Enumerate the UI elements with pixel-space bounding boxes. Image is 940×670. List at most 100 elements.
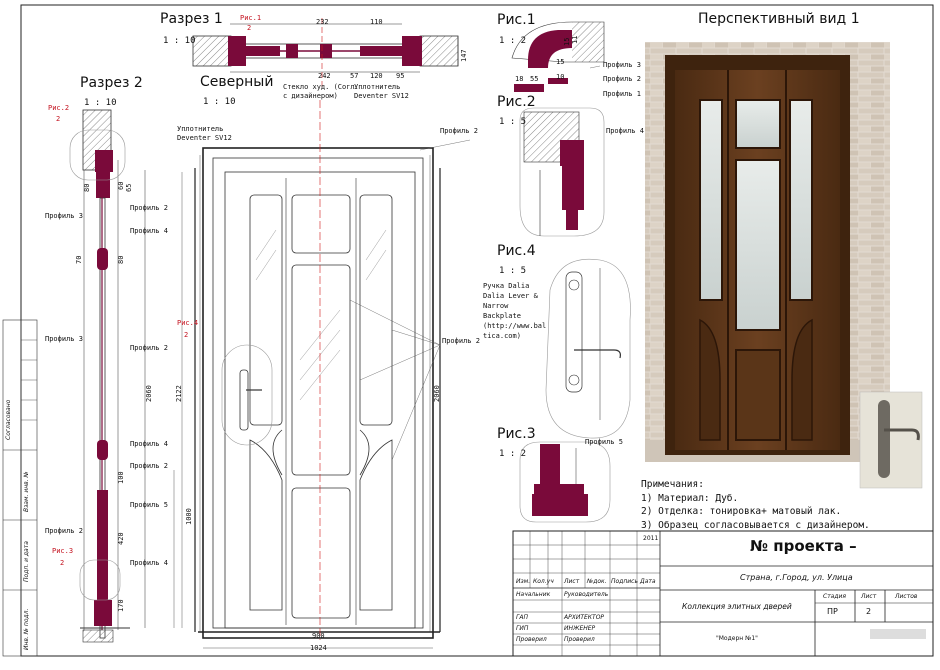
handle-label-2: Dalia Lever & bbox=[483, 292, 538, 300]
callout-ris2-num: 2 bbox=[56, 115, 61, 123]
tb-address: Страна, г.Город, ул. Улица bbox=[740, 573, 853, 582]
stamp-agreed: Согласовано bbox=[5, 399, 12, 440]
callout-ris1-num: 2 bbox=[247, 24, 252, 32]
fig4-title: Рис.4 bbox=[497, 243, 536, 259]
s2-profile4-b: Профиль 4 bbox=[130, 440, 168, 448]
fig1-dim-15: 15 bbox=[563, 37, 571, 46]
dim-1000: 1000 bbox=[185, 508, 193, 525]
tb-year: 2011 bbox=[643, 535, 659, 542]
fig1-scale: 1 : 2 bbox=[499, 36, 527, 46]
section2-scale: 1 : 10 bbox=[84, 98, 117, 108]
s2-profile3-a: Профиль 3 bbox=[45, 212, 83, 220]
door-profile2-top: Профиль 2 bbox=[440, 127, 478, 135]
dim-170: 170 bbox=[117, 599, 125, 612]
dim-242: 242 bbox=[318, 72, 331, 80]
fig1-title: Рис.1 bbox=[497, 12, 536, 28]
fig1-profile1: Профиль 1 bbox=[603, 90, 641, 98]
glass-label-2: с дизайнером) bbox=[283, 92, 338, 100]
north-title: Северный bbox=[200, 74, 274, 90]
note-2: 2) Отделка: тонировка+ матовый лак. bbox=[641, 506, 842, 517]
seal-top-label-2: Deventer SV12 bbox=[354, 92, 409, 100]
notes-header: Примечания: bbox=[641, 479, 704, 490]
dim-80: 80 bbox=[83, 183, 91, 192]
dim-57: 57 bbox=[350, 72, 359, 80]
tb-stage-header: Стадия bbox=[823, 593, 847, 600]
handle-label-5: (http://www.bal bbox=[483, 322, 547, 330]
s2-profile2-a: Профиль 2 bbox=[130, 204, 168, 212]
fig2-profile4: Профиль 4 bbox=[606, 127, 644, 135]
dim-65: 65 bbox=[125, 183, 133, 192]
section2-title: Разрез 2 bbox=[80, 75, 143, 91]
seal-top-label-1: Уплотнитель bbox=[354, 83, 401, 91]
s2-profile3-b: Профиль 3 bbox=[45, 335, 83, 343]
tb-model: "Модерн №1" bbox=[716, 635, 758, 642]
handle-label-6: tica.com) bbox=[483, 332, 521, 340]
title-block bbox=[512, 530, 934, 657]
tb-col-date: Дата bbox=[640, 578, 656, 585]
s2-profile4-c: Профиль 4 bbox=[130, 559, 168, 567]
dim-900: 900 bbox=[312, 632, 325, 640]
margin-stamp bbox=[2, 319, 22, 657]
handle-label-3: Narrow bbox=[483, 302, 509, 310]
fig1-profile3: Профиль 3 bbox=[603, 61, 641, 69]
north-scale: 1 : 10 bbox=[203, 97, 236, 107]
fig2-title: Рис.2 bbox=[497, 94, 536, 110]
tb-row-ruk: Руководитель bbox=[564, 591, 609, 598]
fig4-scale: 1 : 5 bbox=[499, 266, 527, 276]
stamp-inv-replace: Взам. инв. № bbox=[23, 471, 30, 512]
fig3-drawing bbox=[519, 441, 611, 523]
dim-100: 100 bbox=[117, 471, 125, 484]
callout-ris2: Рис.2 bbox=[48, 104, 70, 112]
fig3-profile5: Профиль 5 bbox=[585, 438, 623, 446]
callout-ris4: Рис.4 bbox=[177, 319, 199, 327]
callout-ris3-num: 2 bbox=[60, 559, 65, 567]
fig3-title: Рис.3 bbox=[497, 426, 536, 442]
door-profile2-mid: Профиль 2 bbox=[442, 337, 480, 345]
dim-70: 70 bbox=[75, 255, 83, 264]
callout-ris4-num: 2 bbox=[184, 331, 189, 339]
dim-420: 420 bbox=[117, 532, 125, 545]
s2-profile2-b: Профиль 2 bbox=[130, 344, 168, 352]
tb-col-doc: №док. bbox=[587, 578, 607, 585]
dim-1024: 1024 bbox=[310, 644, 327, 652]
tb-col-sign: Подпись bbox=[611, 578, 638, 585]
tb-row-nach: Начальник bbox=[516, 591, 551, 598]
tb-row-gip: ГИП bbox=[516, 625, 529, 632]
perspective-title: Перспективный вид 1 bbox=[698, 11, 860, 27]
fig1-drawing bbox=[511, 21, 605, 92]
dim-2060: 2060 bbox=[145, 385, 153, 402]
s2-profile4-a: Профиль 4 bbox=[130, 227, 168, 235]
tb-row-prov2: Проверил bbox=[564, 636, 595, 643]
fig1-profile2: Профиль 2 bbox=[603, 75, 641, 83]
fig4-drawing bbox=[545, 258, 631, 439]
dim-2060b: 2060 bbox=[433, 385, 441, 402]
tb-project: № проекта – bbox=[750, 537, 857, 555]
fig1-dim-15b: 15 bbox=[556, 58, 565, 66]
tb-col-kol: Кол.уч bbox=[533, 578, 554, 585]
section1-drawing bbox=[192, 18, 459, 90]
fig3-scale: 1 : 2 bbox=[499, 449, 527, 459]
callout-ris1: Рис.1 bbox=[240, 14, 262, 22]
section2-drawing bbox=[80, 109, 146, 643]
tb-col-list: Лист bbox=[564, 578, 580, 585]
dim-120: 120 bbox=[370, 72, 383, 80]
s2-profile5: Профиль 5 bbox=[130, 501, 168, 509]
dim-95: 95 bbox=[396, 72, 405, 80]
handle-label-1: Ручка Dalia bbox=[483, 282, 530, 290]
dim-147: 147 bbox=[460, 49, 468, 62]
tb-row-gap: ГАП bbox=[516, 614, 528, 621]
notes-block: Примечания: 1) Материал: Дуб. 2) Отделка… bbox=[641, 478, 870, 532]
dim-110: 110 bbox=[370, 18, 383, 26]
handle-label-4: Backplate bbox=[483, 312, 521, 320]
tb-collection: Коллекция элитных дверей bbox=[682, 602, 792, 611]
tb-row-arch: АРХИТЕКТОР bbox=[564, 614, 605, 621]
fig2-scale: 1 : 5 bbox=[499, 117, 527, 127]
door-elevation bbox=[173, 100, 471, 649]
s2-profile2-c: Профиль 2 bbox=[130, 462, 168, 470]
section1-title: Разрез 1 bbox=[160, 11, 223, 27]
stamp-inv-orig: Инв. № подл. bbox=[23, 608, 30, 650]
fig1-dim-10: 10 bbox=[556, 73, 565, 81]
note-3: 3) Образец согласовывается с дизайнером. bbox=[641, 519, 870, 531]
